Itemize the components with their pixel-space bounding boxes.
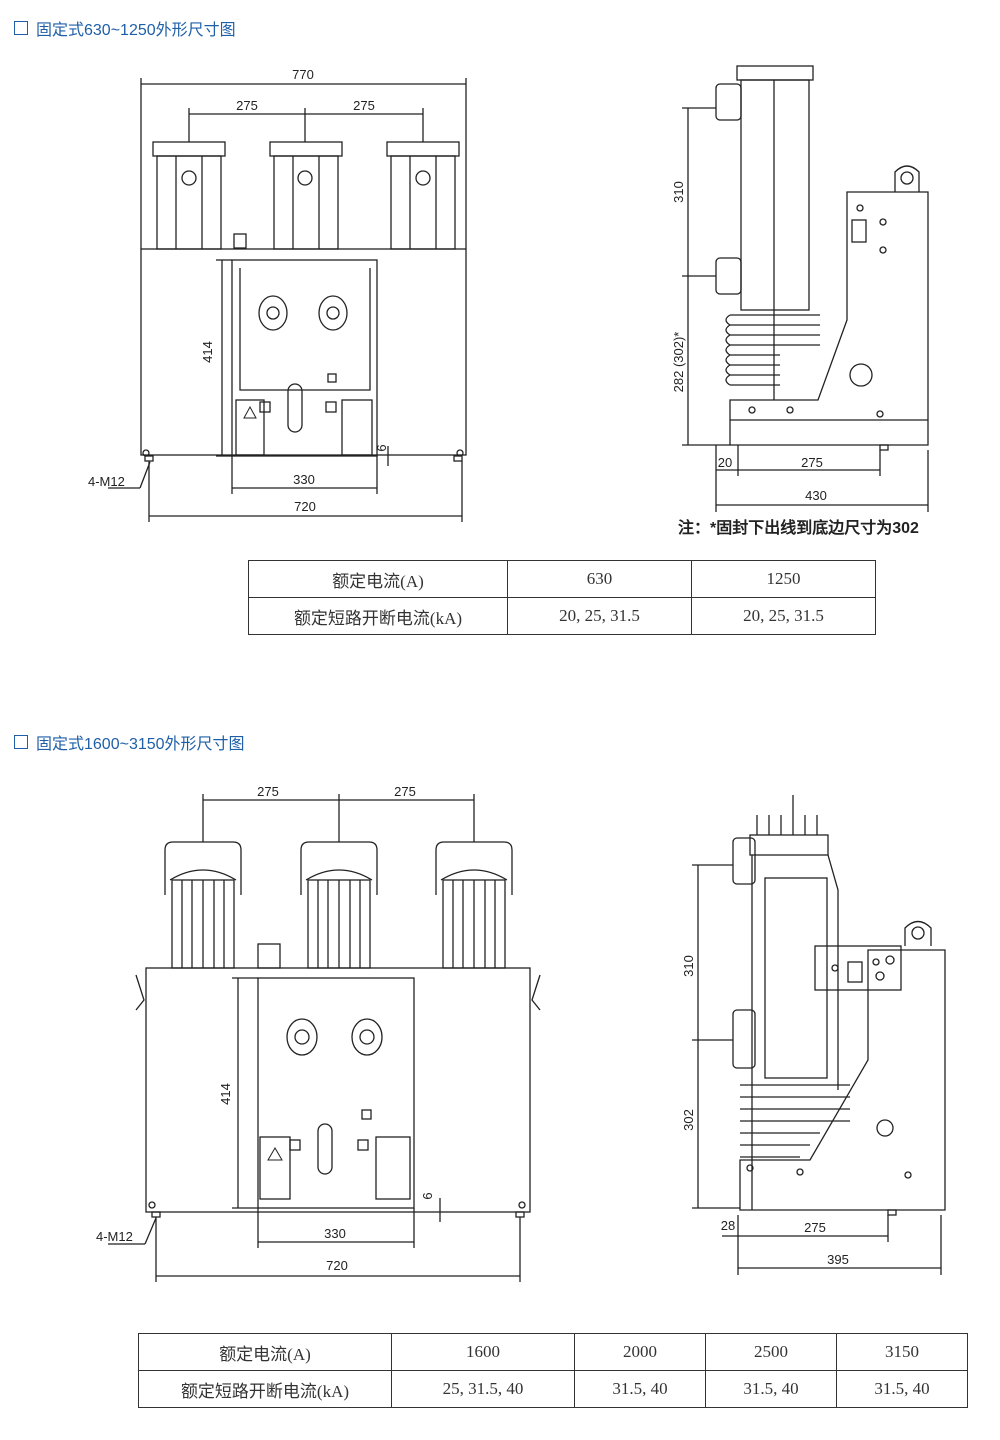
section1-title: 固定式630~1250外形尺寸图 [36,22,236,39]
row-label-current: 额定电流(A) [138,1333,392,1371]
dim-bottom-width: 330 [324,1226,346,1241]
section2-spec-table: 额定电流(A) 1600 2000 2500 3150 额定短路开断电流(kA)… [138,1333,969,1408]
dim-height: 414 [218,1083,233,1105]
side-frame [739,949,946,1211]
side-pole-body [764,877,828,1079]
breaker-body [140,248,467,456]
dim-pitch-b: 275 [353,98,375,113]
dim-gap: 6 [420,1192,435,1199]
dim-bottom-width: 330 [293,472,315,487]
table-row: 额定电流(A) 630 1250 [248,560,876,598]
side-dim-lower: 302 [681,1109,696,1131]
handle-slot [317,1123,333,1175]
side-dim-total: 395 [827,1252,849,1267]
dim-gap: 6 [374,444,389,451]
side-top-cap [736,65,814,81]
side-dim-depth: 275 [804,1220,826,1235]
warning-label [235,399,265,456]
table-cell: 2000 [573,1333,706,1371]
handle-slot [287,383,303,433]
nameplate [375,1136,411,1200]
section1-header: 固定式630~1250外形尺寸图 [14,16,236,40]
row-label-breaking: 额定短路开断电流(kA) [138,1370,392,1408]
table-cell: 630 [507,560,692,598]
pole-2 [300,841,378,969]
table-cell: 25, 31.5, 40 [391,1370,575,1408]
checkbox-square-icon [14,735,28,749]
side-frame [729,191,929,446]
table-cell: 3150 [835,1333,969,1371]
nameplate [341,399,373,456]
pole-2 [269,141,343,250]
dim-pitch-a: 275 [257,784,279,799]
dim-bolt: 4-M12 [96,1229,133,1244]
pole-1 [152,141,226,250]
dim-pitch-a: 275 [236,98,258,113]
side-dim-depth: 275 [801,455,823,470]
pole-3 [435,841,513,969]
side-dim-upper: 310 [671,181,686,203]
hook-icon [847,961,863,983]
table-cell: 2500 [704,1333,837,1371]
warning-label [259,1136,291,1200]
section1-drawing: 770 275 275 414 330 720 6 4-M12 310 282 … [88,65,929,522]
dim-base-width: 720 [326,1258,348,1273]
side-pole-body [740,79,810,311]
row-label-breaking: 额定短路开断电流(kA) [248,597,508,635]
section2-title: 固定式1600~3150外形尺寸图 [36,736,245,753]
side-dim-offset: 28 [721,1218,735,1233]
side-bellows [725,314,820,386]
section2-drawing: 275 275 414 330 720 6 4-M12 310 302 28 2… [96,784,946,1282]
dim-base-width: 720 [294,499,316,514]
table-cell: 31.5, 40 [704,1370,837,1408]
table-row: 额定短路开断电流(kA) 20, 25, 31.5 20, 25, 31.5 [248,597,876,635]
side-dim-total: 430 [805,488,827,503]
side-terminal-fins [756,795,818,835]
hook-icon [851,219,867,243]
section1-note: 注：*固封下出线到底边尺寸为302 [678,520,919,537]
table-cell: 20, 25, 31.5 [507,597,692,635]
side-dim-upper: 310 [681,955,696,977]
front-panel [257,977,415,1209]
front-panel [231,259,378,457]
section2-header: 固定式1600~3150外形尺寸图 [14,730,245,754]
table-cell: 1600 [391,1333,575,1371]
side-dim-lower: 282 (302)* [671,332,686,393]
dim-height: 414 [200,341,215,363]
small-bracket [233,233,247,249]
dim-pitch-b: 275 [394,784,416,799]
table-row: 额定电流(A) 1600 2000 2500 3150 [138,1333,969,1371]
checkbox-square-icon [14,21,28,35]
pole-3 [386,141,460,250]
dim-total-width: 770 [292,67,314,82]
side-bracket [814,945,902,991]
side-dim-offset: 20 [718,455,732,470]
table-cell: 1250 [691,560,876,598]
table-row: 额定短路开断电流(kA) 25, 31.5, 40 31.5, 40 31.5,… [138,1370,969,1408]
table-cell: 20, 25, 31.5 [691,597,876,635]
breaker-body [145,967,531,1213]
pole-1 [164,841,242,969]
row-label-current: 额定电流(A) [248,560,508,598]
small-bracket [257,943,281,969]
table-cell: 31.5, 40 [835,1370,969,1408]
side-bellows [740,1084,850,1158]
section1-spec-table: 额定电流(A) 630 1250 额定短路开断电流(kA) 20, 25, 31… [248,560,876,635]
table-cell: 31.5, 40 [573,1370,706,1408]
dim-bolt: 4-M12 [88,474,125,489]
